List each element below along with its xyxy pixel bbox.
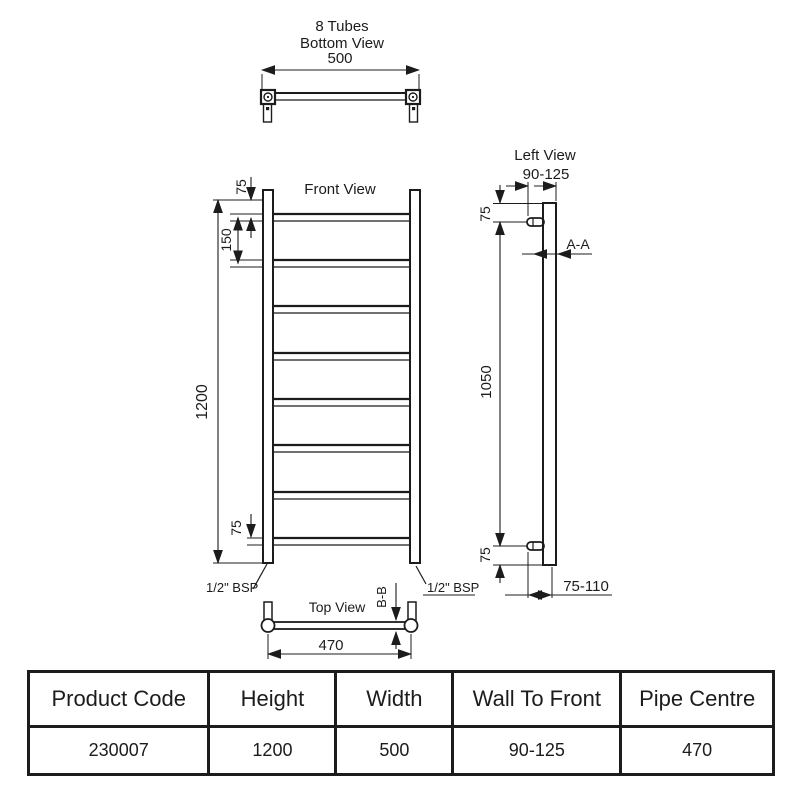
height-1200-dimension: 1200	[194, 198, 223, 565]
bottom-view-title-line2: Bottom View	[300, 35, 384, 52]
front-top-75-label: 75	[233, 179, 249, 195]
spec-table-header-row: Product Code Height Width Wall To Front …	[26, 670, 775, 728]
value-pipe-centre: 470	[619, 725, 775, 776]
left-top-75-label: 75	[477, 206, 493, 222]
tube-spacing-150-dimension: 150	[218, 216, 243, 265]
bottom-view-title-line1: 8 Tubes	[315, 18, 368, 35]
wall-to-front-90-125-label: 90-125	[523, 166, 570, 183]
value-height: 1200	[207, 725, 338, 776]
projection-75-110-dimension: 75-110	[505, 552, 612, 600]
section-bb-label: B-B	[374, 586, 389, 608]
left-view-drawing: Left View 90-125 A-A	[477, 147, 612, 600]
value-width: 500	[334, 725, 455, 776]
front-bottom-75-label: 75	[228, 520, 244, 536]
bsp-right-label: 1/2" BSP	[427, 580, 479, 595]
projection-75-110-label: 75-110	[563, 578, 609, 595]
width-500-dimension-label: 500	[327, 50, 352, 67]
wall-to-front-90-125-dimension: 90-125	[506, 166, 569, 216]
bsp-right-callout: 1/2" BSP	[415, 565, 479, 596]
front-view-title: Front View	[304, 181, 376, 198]
width-500-dimension: 500	[260, 50, 421, 90]
bsp-left-callout: 1/2" BSP	[206, 563, 268, 595]
section-bb-marker: B-B	[374, 583, 401, 649]
pipe-centre-470-dimension: 470	[266, 634, 413, 659]
top-view-drawing: Top View B-B 470	[260, 583, 419, 659]
section-aa-label: A-A	[566, 236, 590, 252]
header-wall-to-front: Wall To Front	[451, 670, 623, 728]
spec-table-value-row: 230007 1200 500 90-125 470	[26, 725, 775, 776]
bracket-span-1050-label: 1050	[478, 365, 495, 398]
value-wall-to-front: 90-125	[451, 725, 623, 776]
value-product-code: 230007	[26, 725, 211, 776]
spec-table: Product Code Height Width Wall To Front …	[26, 670, 775, 776]
left-bottom-75-label: 75	[477, 547, 493, 563]
left-view-title: Left View	[514, 147, 576, 164]
header-pipe-centre: Pipe Centre	[619, 670, 775, 728]
front-view-drawing: Front View 75	[194, 177, 479, 596]
bsp-left-label: 1/2" BSP	[206, 580, 258, 595]
pipe-centre-470-label: 470	[318, 637, 343, 654]
front-top-75-dimension: 75	[233, 177, 256, 238]
technical-drawing: 8 Tubes Bottom View 500 Front View	[194, 18, 612, 659]
tube-spacing-150-label: 150	[218, 228, 234, 252]
top-view-title: Top View	[309, 599, 366, 615]
front-bottom-75-dimension: 75	[228, 514, 256, 539]
bottom-view-drawing: 8 Tubes Bottom View 500	[259, 18, 422, 123]
bracket-span-1050-dimension: 1050	[478, 220, 505, 548]
left-bottom-75-dimension: 75	[477, 547, 505, 583]
header-width: Width	[334, 670, 455, 728]
tubes	[273, 212, 410, 546]
section-aa-marker: A-A	[522, 236, 592, 259]
height-1200-label: 1200	[194, 384, 211, 420]
header-height: Height	[207, 670, 338, 728]
header-product-code: Product Code	[26, 670, 211, 728]
left-top-75-dimension: 75	[477, 185, 505, 222]
